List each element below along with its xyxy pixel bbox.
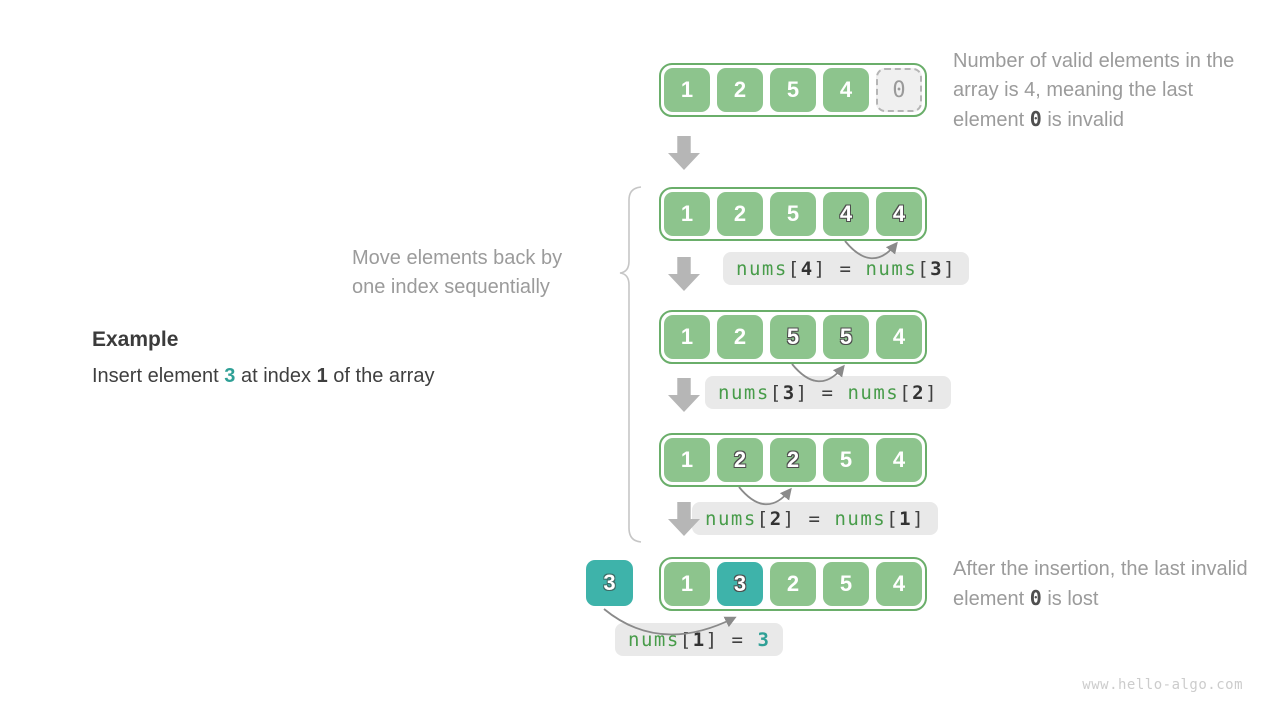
array-cell: 2: [717, 315, 763, 359]
array-cell: 5: [823, 562, 869, 606]
array-cell-moved: 2: [770, 438, 816, 482]
code-assign: ] =: [795, 382, 848, 404]
code-fn: nums: [718, 382, 770, 404]
flow-arrow-down-1: [668, 136, 700, 170]
code-value: 3: [757, 629, 771, 651]
array-state-initial: 1 2 5 4 0: [659, 63, 927, 117]
example-text-post: of the array: [327, 365, 435, 387]
array-state-shift-3: 1 2 2 5 4: [659, 433, 927, 487]
example-description: Insert element 3 at index 1 of the array: [92, 365, 434, 388]
note-invalid-post: is invalid: [1041, 109, 1125, 131]
array-cell: 5: [770, 68, 816, 112]
array-state-shift-1: 1 2 5 4 4: [659, 187, 927, 241]
example-text-pre: Insert element: [92, 365, 225, 387]
op-label-nums1: nums[1] = 3: [615, 623, 784, 656]
array-cell: 4: [876, 315, 922, 359]
array-cell-moved: 4: [876, 192, 922, 236]
array-cell-moved: 5: [823, 315, 869, 359]
array-cell: 4: [876, 438, 922, 482]
array-cell: 2: [770, 562, 816, 606]
array-cell: 1: [664, 562, 710, 606]
flow-arrow-down-2: [668, 257, 700, 291]
code-fn: nums: [834, 508, 887, 530]
code-fn: nums: [865, 258, 918, 280]
code-index: 4: [800, 258, 814, 280]
code-fn: nums: [847, 382, 900, 404]
note-lost-pre: After the insertion, the last invalid el…: [953, 558, 1248, 610]
array-cell-invalid: 0: [876, 68, 922, 112]
array-state-shift-2: 1 2 5 5 4: [659, 310, 927, 364]
code-index: 2: [769, 508, 783, 530]
code-bracket: [: [679, 629, 693, 651]
example-insert-index: 1: [316, 365, 328, 387]
group-brace: [619, 186, 642, 543]
code-index: 3: [930, 258, 944, 280]
code-index: 3: [782, 382, 796, 404]
code-assign: ] =: [705, 629, 758, 651]
code-bracket: ]: [925, 382, 939, 404]
note-invalid-code: 0: [1029, 107, 1042, 131]
note-element-lost: After the insertion, the last invalid el…: [953, 555, 1253, 614]
op-label-nums2: nums[2] = nums[1]: [692, 502, 939, 535]
array-cell: 1: [664, 315, 710, 359]
array-cell-moved: 5: [770, 315, 816, 359]
note-invalid-pre: Number of valid elements in the array is…: [953, 50, 1235, 131]
array-cell: 2: [717, 68, 763, 112]
code-fn: nums: [705, 508, 757, 530]
note-invalid-element: Number of valid elements in the array is…: [953, 47, 1253, 135]
move-elements-label: Move elements back by one index sequenti…: [352, 244, 562, 302]
array-cell: 1: [664, 68, 710, 112]
code-bracket: ]: [943, 258, 957, 280]
code-bracket: [: [899, 382, 913, 404]
code-fn: nums: [628, 629, 680, 651]
move-elements-line1: Move elements back by: [352, 247, 563, 269]
code-index: 2: [912, 382, 926, 404]
array-state-final: 1 3 2 5 4: [659, 557, 927, 611]
code-bracket: [: [917, 258, 931, 280]
note-lost-code: 0: [1029, 586, 1042, 610]
code-index: 1: [692, 629, 706, 651]
array-cell: 1: [664, 438, 710, 482]
array-cell: 4: [876, 562, 922, 606]
array-cell-inserted: 3: [717, 562, 763, 606]
example-text-mid: at index: [235, 365, 317, 387]
array-cell-moved: 2: [717, 438, 763, 482]
code-bracket: [: [787, 258, 801, 280]
op-label-nums4: nums[4] = nums[3]: [723, 252, 970, 285]
array-cell-moved: 4: [823, 192, 869, 236]
code-index: 1: [899, 508, 913, 530]
op-label-nums3: nums[3] = nums[2]: [705, 376, 952, 409]
inserted-element-box: 3: [586, 560, 633, 606]
code-bracket: [: [769, 382, 783, 404]
move-elements-line2: one index sequentially: [352, 276, 550, 298]
example-block: Example Insert element 3 at index 1 of t…: [92, 328, 434, 388]
watermark: www.hello-algo.com: [1082, 677, 1243, 693]
code-assign: ] =: [813, 258, 866, 280]
flow-arrow-down-3: [668, 378, 700, 412]
code-bracket: ]: [912, 508, 926, 530]
code-fn: nums: [736, 258, 788, 280]
code-bracket: [: [756, 508, 770, 530]
code-bracket: [: [886, 508, 900, 530]
example-insert-value: 3: [224, 365, 236, 387]
array-cell: 4: [823, 68, 869, 112]
array-cell: 5: [770, 192, 816, 236]
example-title: Example: [92, 328, 179, 351]
array-cell: 5: [823, 438, 869, 482]
code-assign: ] =: [782, 508, 835, 530]
array-cell: 1: [664, 192, 710, 236]
note-lost-post: is lost: [1041, 588, 1099, 610]
array-cell: 2: [717, 192, 763, 236]
